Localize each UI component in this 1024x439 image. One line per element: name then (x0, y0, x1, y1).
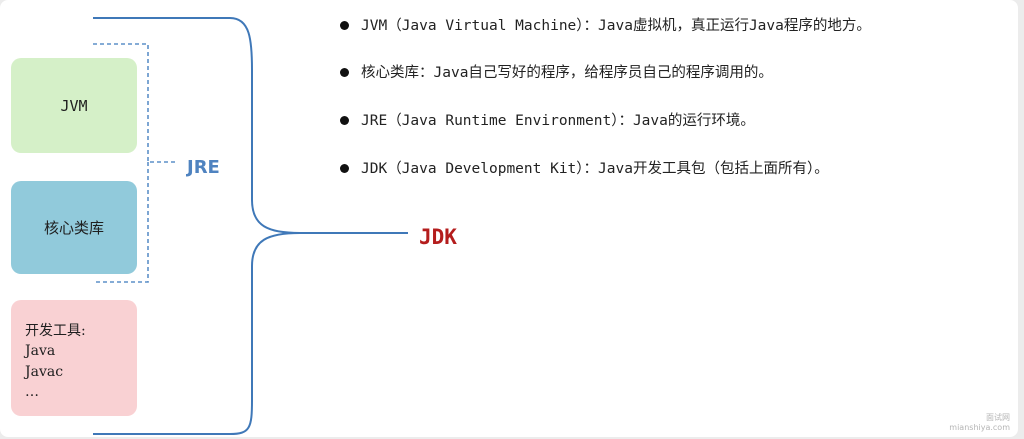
definition-text: JVM（Java Virtual Machine）：Java虚拟机，真正运行Ja… (361, 18, 871, 34)
bullet-dot-icon (340, 163, 349, 173)
definition-item-jvm: JVM（Java Virtual Machine）：Java虚拟机，真正运行Ja… (340, 14, 871, 35)
dev-tool-item: Javac (25, 364, 64, 380)
watermark: 面试网 mianshiya.com (949, 413, 1010, 433)
definition-text: 核心类库：Java自己写好的程序，给程序员自己的程序调用的。 (361, 65, 773, 81)
dev-tool-item: … (25, 384, 39, 400)
jvm-box-label: JVM (60, 96, 88, 115)
jdk-curly-brace (93, 17, 408, 435)
bullet-dot-icon (340, 20, 349, 30)
bullet-dot-icon (340, 67, 349, 77)
definition-item-core-library: 核心类库：Java自己写好的程序，给程序员自己的程序调用的。 (340, 61, 773, 82)
core-library-box-label: 核心类库 (43, 218, 104, 237)
jre-dashed-brace (93, 43, 178, 283)
watermark-line2: mianshiya.com (949, 423, 1010, 432)
definition-item-jdk: JDK（Java Development Kit）：Java开发工具包（包括上面… (340, 157, 829, 178)
bullet-dot-icon (340, 115, 349, 125)
core-library-box: 核心类库 (11, 181, 137, 274)
jvm-box: JVM (11, 58, 137, 153)
definition-text: JDK（Java Development Kit）：Java开发工具包（包括上面… (361, 161, 829, 177)
watermark-line1: 面试网 (986, 413, 1010, 422)
jdk-label: JDK (419, 225, 457, 249)
definition-text: JRE（Java Runtime Environment）：Java的运行环境。 (361, 113, 755, 129)
definition-item-jre: JRE（Java Runtime Environment）：Java的运行环境。 (340, 109, 755, 130)
jre-label: JRE (187, 157, 220, 178)
dev-tools-box: 开发工具: Java Javac … (11, 300, 137, 416)
dev-tools-title: 开发工具: (25, 323, 86, 339)
dev-tool-item: Java (25, 343, 56, 359)
